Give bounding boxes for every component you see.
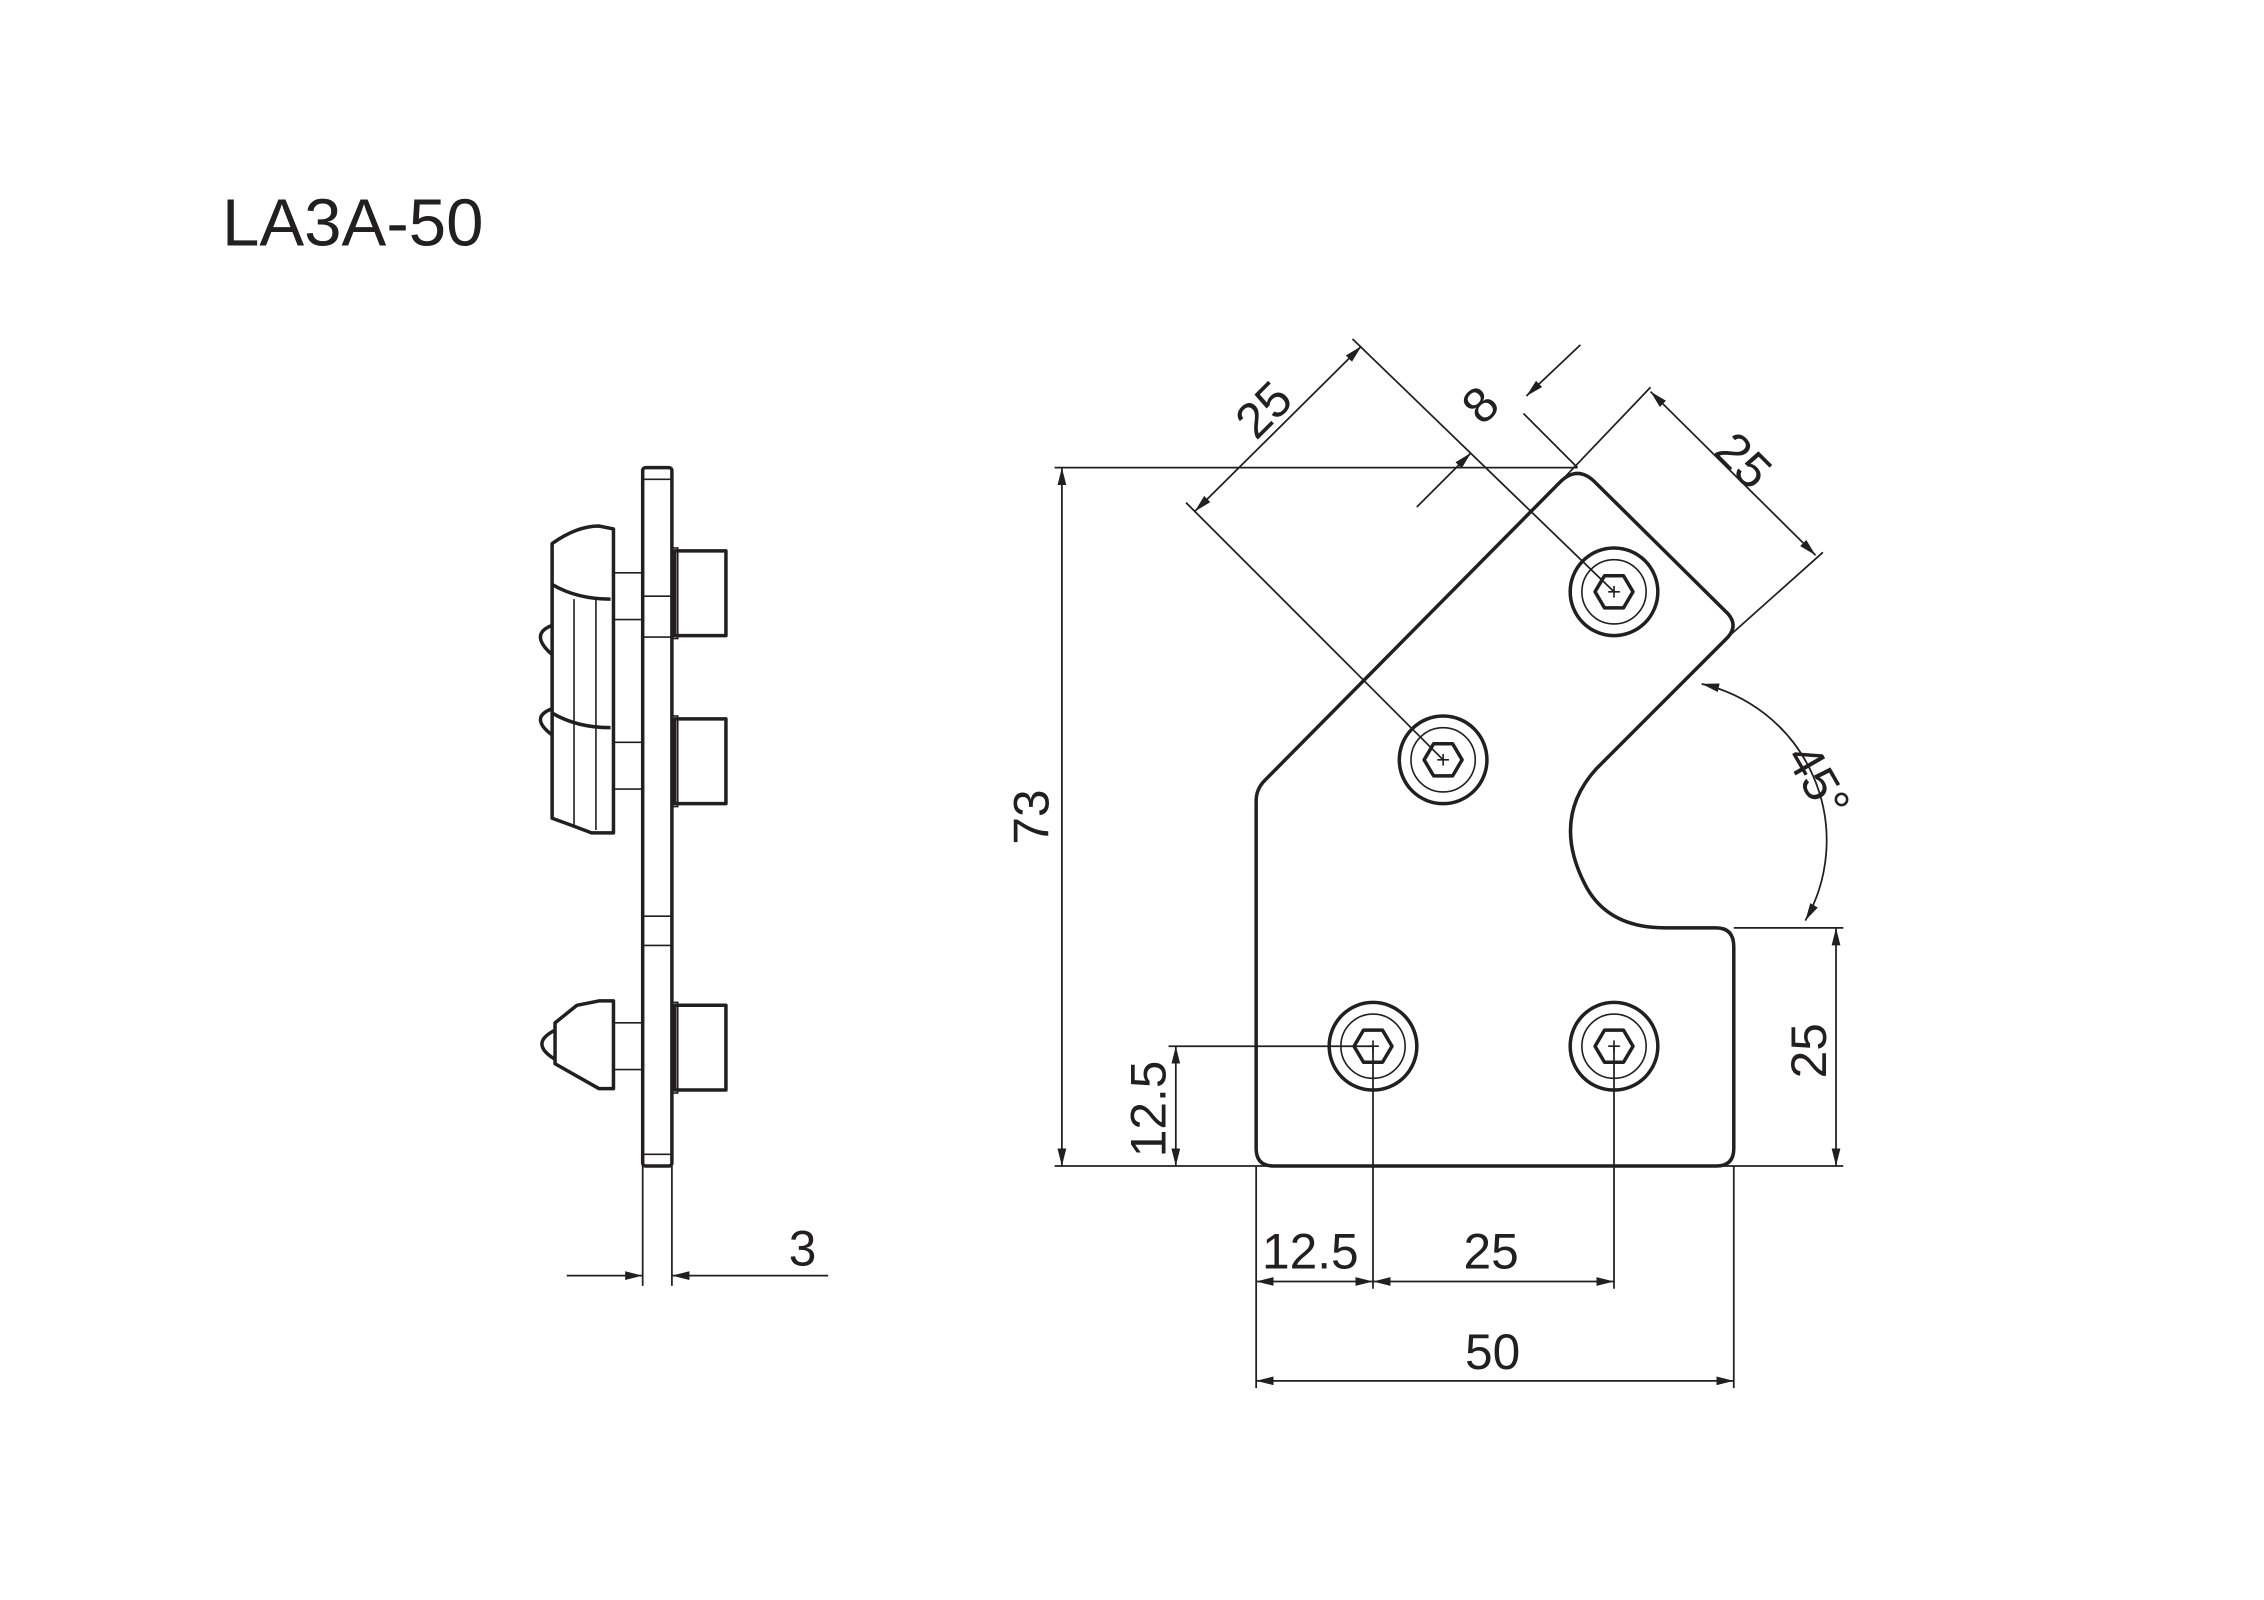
dim-angle: 45° xyxy=(1775,734,1861,827)
dim-width-total: 50 xyxy=(1465,1324,1520,1380)
dim-height-total: 73 xyxy=(1004,789,1060,844)
dim-notch-height: 25 xyxy=(1781,1023,1837,1078)
plate-outline xyxy=(1254,471,1736,1168)
t-nuts xyxy=(538,524,643,1091)
part-title: LA3A-50 xyxy=(222,185,483,260)
side-view: 3 xyxy=(538,465,829,1286)
dim-hole-spacing-horizontal: 25 xyxy=(1464,1223,1519,1279)
bolt-heads xyxy=(671,547,728,1094)
dim-diag-spacing-right: 25 xyxy=(1704,421,1783,500)
dim-thickness: 3 xyxy=(789,1220,817,1276)
dim-hole-offset-vertical: 12.5 xyxy=(1121,1061,1177,1158)
front-view: 73 12.5 25 12.5 25 50 25 8 25 45° xyxy=(1004,338,1861,1389)
bolt-holes xyxy=(1327,546,1660,1092)
dim-diag-spacing-left: 25 xyxy=(1224,370,1303,449)
dim-hole-offset-horizontal: 12.5 xyxy=(1262,1223,1359,1279)
dim-diag-offset: 8 xyxy=(1451,375,1510,434)
